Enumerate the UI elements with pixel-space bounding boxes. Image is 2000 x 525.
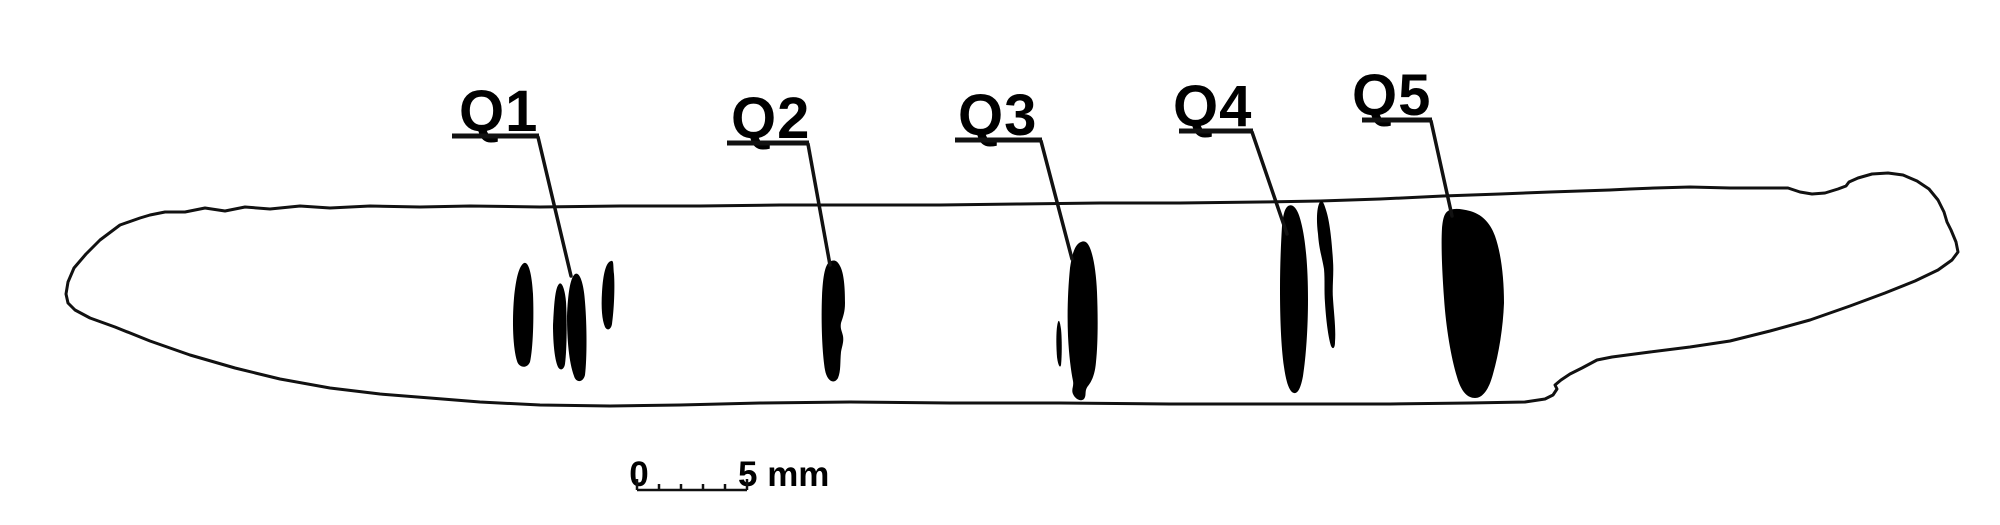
label-q1: Q1: [459, 79, 538, 144]
label-group-q1: Q1: [452, 79, 573, 278]
artifact-outline: [64, 171, 1960, 408]
scale-end-label: 5 mm: [738, 455, 829, 494]
label-group-q3: Q3: [955, 83, 1074, 261]
label-q4-leader: [1250, 130, 1289, 236]
scale-zero-label: 0: [629, 455, 648, 494]
feature-labels: Q1 Q2 Q3 Q4 Q5: [452, 63, 1454, 278]
label-group-q5: Q5: [1352, 63, 1454, 218]
mark-q4-main: [1280, 205, 1308, 394]
mark-q3-sliver: [1056, 320, 1062, 367]
label-q5-leader: [1429, 119, 1454, 218]
label-q4: Q4: [1173, 74, 1252, 139]
label-q2: Q2: [731, 86, 810, 151]
residue-marks: [513, 200, 1504, 401]
label-q1-leader: [536, 135, 573, 278]
label-q3: Q3: [958, 83, 1037, 148]
label-q2-leader: [806, 142, 832, 267]
label-q5: Q5: [1352, 63, 1431, 128]
mark-q4-thin: [1316, 200, 1336, 349]
label-group-q2: Q2: [727, 86, 832, 267]
scale-bar: 0 5 mm: [629, 455, 829, 494]
mark-q2-streak: [821, 260, 845, 382]
mark-q1-streak-2: [553, 283, 567, 370]
label-group-q4: Q4: [1173, 74, 1289, 236]
mark-q5-blob: [1441, 208, 1504, 398]
mark-q1-streak-4: [601, 260, 615, 330]
mark-q1-streak-1: [513, 262, 534, 367]
mark-q3-main: [1067, 241, 1098, 401]
label-q3-leader: [1039, 139, 1074, 261]
mark-q1-streak-3: [567, 273, 587, 382]
